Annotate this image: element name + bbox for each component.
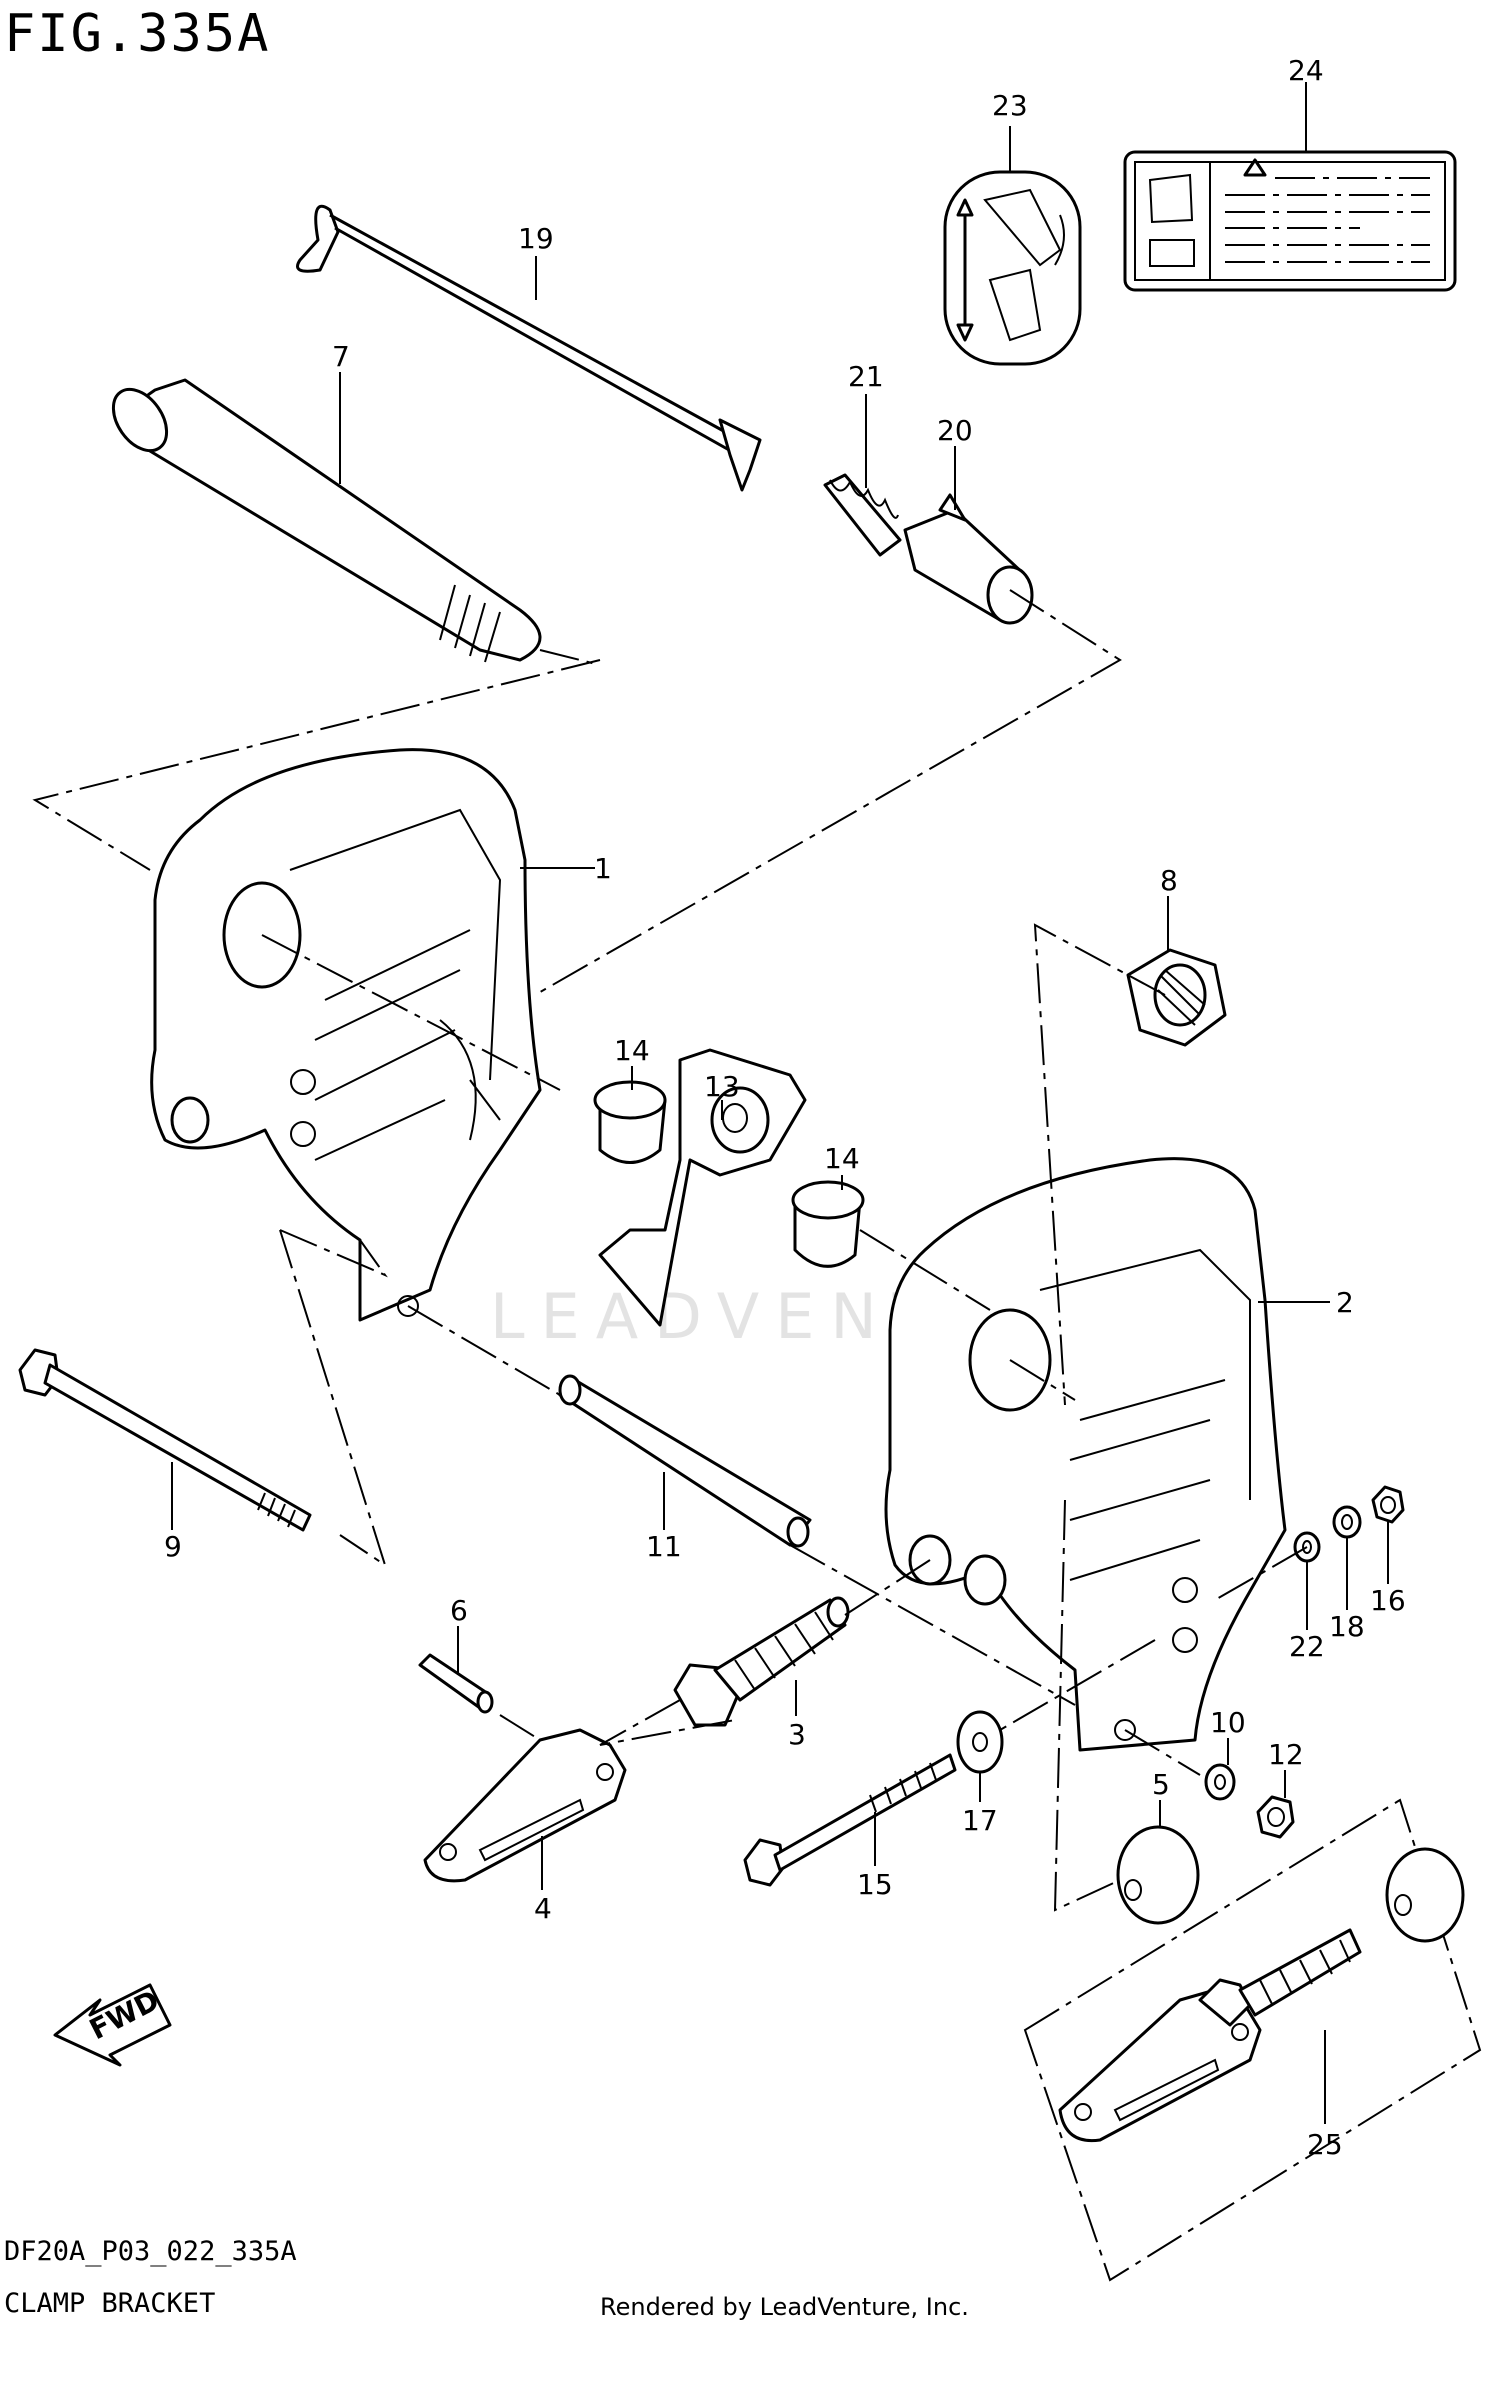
callout-22: 22	[1289, 1630, 1325, 1663]
callout-18: 18	[1329, 1610, 1365, 1643]
callout-leaders	[171, 82, 1389, 2124]
callout-13: 13	[704, 1070, 740, 1103]
callout-8: 8	[1160, 864, 1178, 897]
part-4-clamp-handle[interactable]	[423, 1728, 627, 1883]
part-7-tilt-tube[interactable]	[102, 378, 542, 663]
callout-9: 9	[164, 1530, 182, 1563]
part-13-stopper[interactable]	[598, 1048, 807, 1327]
part-15-bolt[interactable]	[743, 1753, 957, 1887]
callout-25: 25	[1307, 2128, 1343, 2161]
part-16-nut[interactable]	[1371, 1485, 1405, 1524]
callout-14-lower: 14	[824, 1142, 860, 1175]
part-9-bolt[interactable]	[18, 1348, 312, 1532]
callout-4: 4	[534, 1892, 552, 1925]
callout-3: 3	[788, 1718, 806, 1751]
part-19-lever-rod[interactable]	[296, 204, 762, 492]
part-6-pin[interactable]	[418, 1653, 494, 1714]
part-25-clamp-screw-assy[interactable]	[1023, 1798, 1482, 2282]
callout-1: 1	[594, 852, 612, 885]
part-3-clamp-screw[interactable]	[673, 1596, 850, 1727]
callout-5: 5	[1152, 1768, 1170, 1801]
part-1-left-clamp-bracket[interactable]	[150, 748, 542, 1322]
part-24-caution-label[interactable]	[1123, 150, 1457, 292]
part-12-nut[interactable]	[1256, 1795, 1295, 1839]
figure-title: FIG.335A	[4, 4, 271, 64]
callout-10: 10	[1210, 1706, 1246, 1739]
callout-labels: 19 7 21 20 23 24 1 8 14 13 14 2 22 18 16…	[164, 54, 1406, 2161]
fwd-arrow-icon: FWD	[53, 1983, 172, 2067]
part-20-plunger[interactable]	[903, 493, 1034, 625]
part-14-bushing-lower[interactable]	[791, 1180, 865, 1268]
callout-24: 24	[1288, 54, 1324, 87]
assembly-center-lines	[32, 589, 1308, 1912]
callout-11: 11	[646, 1530, 682, 1563]
part-14-bushing-upper[interactable]	[593, 1080, 667, 1164]
callout-16: 16	[1370, 1584, 1406, 1617]
callout-15: 15	[857, 1868, 893, 1901]
callout-14-upper: 14	[614, 1034, 650, 1067]
callout-17: 17	[962, 1804, 998, 1837]
part-11-tube[interactable]	[558, 1374, 812, 1548]
part-5-pad[interactable]	[1116, 1825, 1200, 1925]
render-credit: Rendered by LeadVenture, Inc.	[600, 2293, 969, 2321]
callout-23: 23	[992, 89, 1028, 122]
part-17-washer[interactable]	[956, 1710, 1004, 1774]
part-21-spring[interactable]	[823, 473, 902, 557]
callout-12: 12	[1268, 1738, 1304, 1771]
callout-2: 2	[1336, 1286, 1354, 1319]
callout-19: 19	[518, 222, 554, 255]
part-10-washer[interactable]	[1204, 1763, 1236, 1801]
callout-20: 20	[937, 414, 973, 447]
part-23-tilt-decal[interactable]	[943, 170, 1082, 366]
callout-21: 21	[848, 360, 884, 393]
part-8-nut[interactable]	[1126, 948, 1227, 1047]
callout-6: 6	[450, 1594, 468, 1627]
part-2-right-clamp-bracket[interactable]	[884, 1157, 1287, 1752]
part-18-lock-washer[interactable]	[1332, 1505, 1362, 1539]
diagram-code: DF20A_P03_022_335A	[4, 2236, 297, 2267]
diagram-name: CLAMP BRACKET	[4, 2288, 216, 2319]
callout-7: 7	[332, 340, 350, 373]
